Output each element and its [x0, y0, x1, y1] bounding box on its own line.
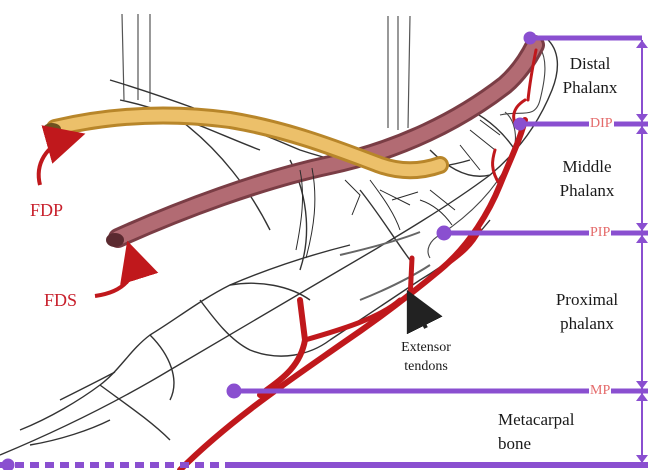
dip-joint-label: DIP — [589, 116, 614, 132]
fds-label: FDS — [44, 290, 77, 310]
middle-phalanx-label: Middle Phalanx — [540, 155, 634, 203]
pip-joint-label: PIP — [589, 225, 611, 241]
fds-arrow — [95, 256, 133, 296]
mp-joint-label: MP — [589, 383, 611, 399]
fdp-arrow — [39, 138, 70, 185]
extensor-arrow — [414, 304, 426, 328]
metacarpal-bone-label: Metacarpal bone — [498, 408, 598, 456]
proximal-phalanx-label: Proximal phalanx — [535, 288, 639, 336]
fdp-label: FDP — [30, 200, 63, 220]
extensor-tendons-label: Extensor tendons — [384, 338, 468, 376]
distal-phalanx-label: Distal Phalanx — [548, 52, 632, 100]
